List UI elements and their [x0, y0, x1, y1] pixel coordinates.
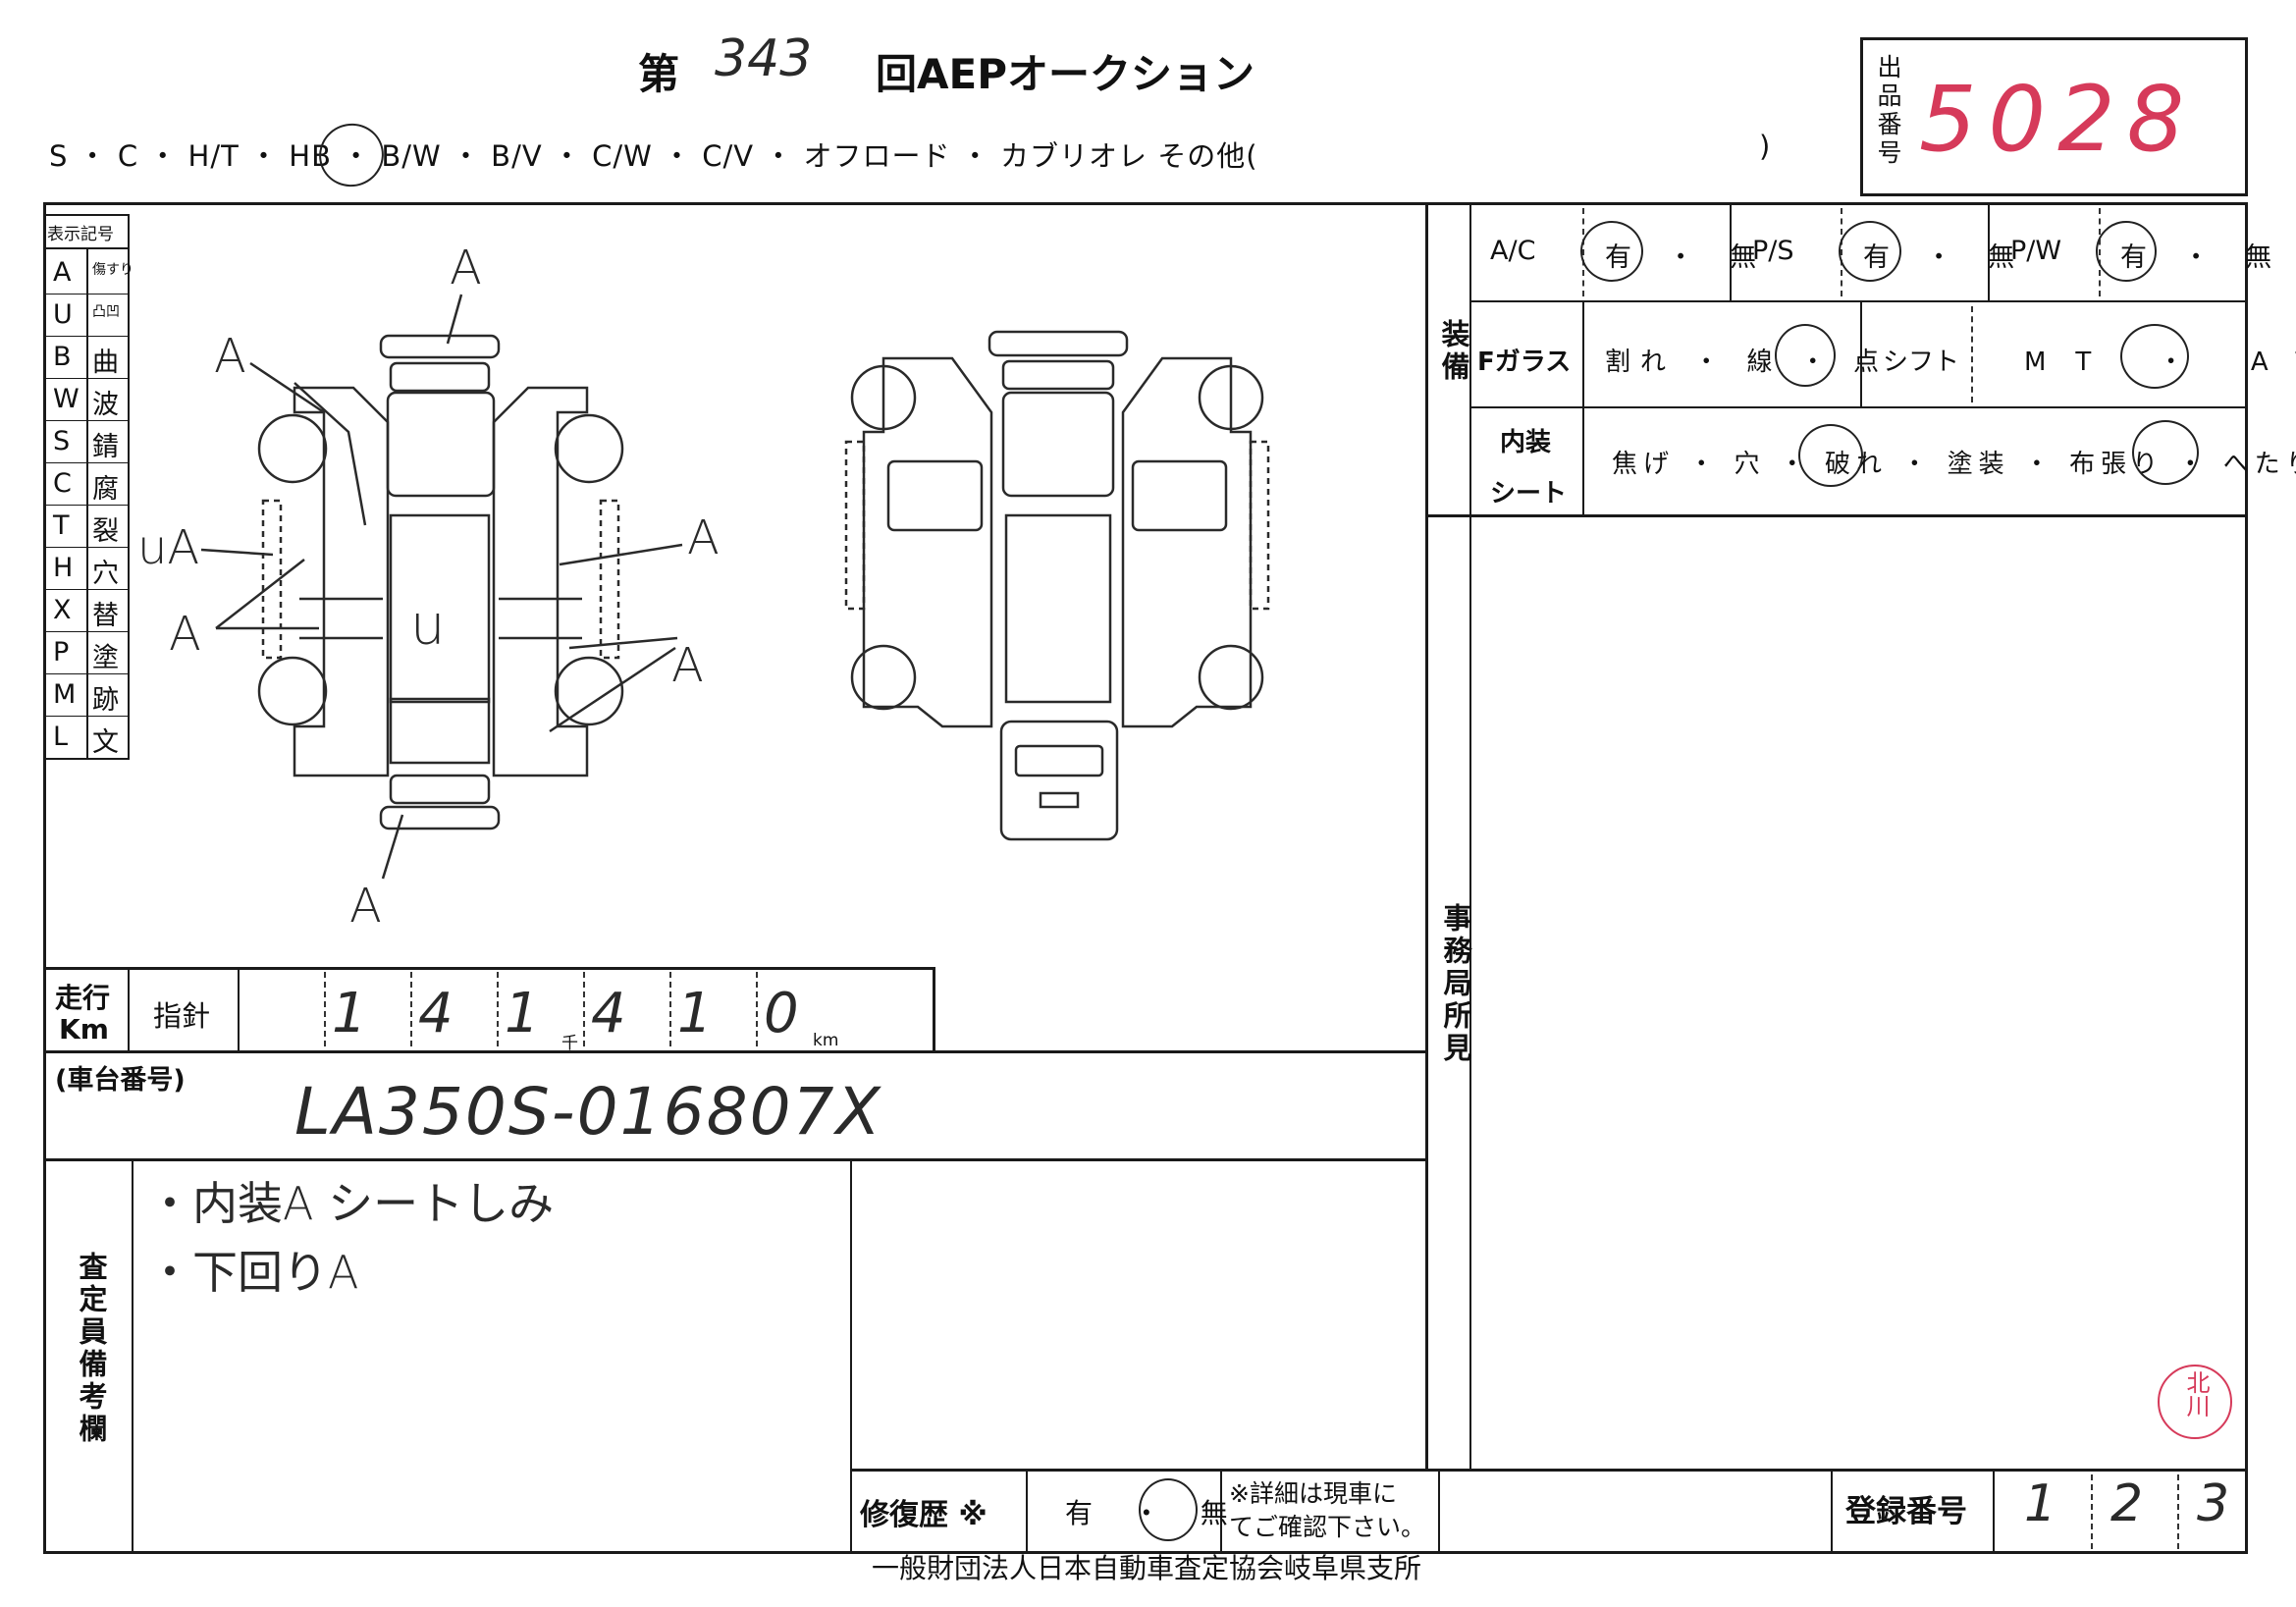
mark-right-low: A	[671, 638, 704, 693]
inspector-stamp	[2158, 1365, 2232, 1439]
shift-circle-mark	[2120, 324, 2189, 389]
body-type-options: S ・ C ・ H/T ・ HB ・ B/W ・ B/V ・ C/W ・ C/V…	[49, 139, 1258, 173]
mark-rear: A	[349, 879, 382, 934]
mileage-digit: 1	[332, 982, 367, 1045]
mark-left-top: A	[214, 329, 246, 384]
legend-code: X	[53, 595, 72, 625]
legend-meaning: 波	[92, 390, 119, 420]
legend-code: P	[53, 637, 70, 668]
office-findings-label: 事務局所見	[1439, 903, 1472, 1065]
chassis-number: LA350S-016807X	[294, 1074, 882, 1150]
inspector-notes-label: 査定員備考欄	[75, 1252, 108, 1446]
legend-code: B	[53, 342, 72, 372]
glass-circle-mark	[1775, 324, 1836, 387]
seat-label: シート	[1490, 479, 1568, 509]
interior-circle-mark-2	[2132, 420, 2199, 485]
thousand-unit: 千	[561, 1034, 578, 1053]
mileage-km-label: Km	[59, 1013, 109, 1045]
ps-circle-mark	[1839, 221, 1901, 282]
repair-note-1: ※詳細は現車に	[1229, 1479, 1397, 1508]
legend-meaning: 凸凹	[92, 304, 120, 320]
mark-front: A	[450, 241, 482, 295]
legend-code: T	[53, 510, 70, 541]
mark-left-mid: uA	[137, 520, 200, 575]
legend-code: W	[53, 384, 80, 414]
shift-label: シフト	[1883, 348, 1960, 377]
legend-meaning: 腐	[92, 474, 119, 505]
legend-meaning: 穴	[92, 559, 119, 589]
inspector-note-1: ・内装A シートしみ	[147, 1177, 555, 1230]
lot-number-box	[1860, 37, 2248, 196]
ac-label: A/C	[1490, 236, 1536, 266]
chassis-label: (車台番号)	[55, 1065, 186, 1096]
body-type-close: )	[1759, 130, 1771, 163]
interior-label: 内装	[1500, 428, 1552, 457]
repair-circle-mark	[1139, 1478, 1198, 1541]
footer-organization: 一般財団法人日本自動車査定協会岐阜県支所	[872, 1552, 1422, 1584]
repair-note-2: てご確認下さい。	[1229, 1513, 1426, 1541]
legend-meaning: 替	[92, 601, 119, 631]
mileage-digit: 1	[677, 982, 713, 1045]
repair-history-label: 修復歴 ※	[860, 1498, 988, 1532]
mark-right-top: A	[687, 510, 720, 565]
interior-circle-mark-1	[1798, 424, 1863, 487]
mark-center: u	[410, 594, 446, 658]
legend-meaning: 裂	[92, 516, 119, 547]
legend-meaning: 跡	[92, 685, 119, 716]
legend-meaning: 塗	[92, 643, 119, 673]
pw-circle-mark	[2096, 221, 2157, 282]
registration-digit: 2	[2110, 1474, 2144, 1533]
legend-code: M	[53, 679, 77, 710]
mileage-label: 走行	[55, 982, 111, 1014]
legend-code: H	[53, 553, 74, 583]
stamp-text: 北川	[2182, 1370, 2210, 1418]
auction-title: 回AEPオークション	[876, 50, 1255, 98]
registration-digit: 1	[2024, 1474, 2057, 1533]
indicator-label: 指針	[153, 999, 211, 1033]
legend-code: A	[53, 257, 72, 288]
mileage-digit: 1	[505, 982, 540, 1045]
legend-code: S	[53, 426, 71, 456]
legend-title: 表示記号	[47, 225, 114, 244]
ps-label: P/S	[1752, 236, 1794, 266]
equipment-label: 装備	[1437, 319, 1470, 384]
lot-number: 5028	[1919, 67, 2197, 172]
mileage-digit: 4	[418, 982, 454, 1045]
title-prefix: 第	[638, 50, 680, 98]
registration-digit: 3	[2197, 1474, 2230, 1533]
legend-code: L	[53, 722, 69, 752]
legend-meaning: 傷すり	[92, 262, 133, 278]
pw-label: P/W	[2010, 236, 2062, 266]
ac-circle-mark	[1580, 221, 1643, 282]
mileage-digit: 4	[591, 982, 626, 1045]
legend-code: C	[53, 468, 72, 499]
inspector-note-2: ・下回りA	[147, 1246, 359, 1299]
glass-label: Fガラス	[1477, 348, 1572, 377]
auction-round: 343	[715, 29, 813, 88]
main-frame	[43, 202, 2248, 1554]
legend-meaning: 曲	[92, 348, 119, 378]
mark-left-low: A	[169, 607, 201, 662]
km-unit: km	[813, 1031, 839, 1050]
legend-meaning: 文	[92, 727, 119, 758]
legend-code: U	[53, 299, 73, 330]
mileage-digit: 0	[764, 982, 799, 1045]
legend-meaning: 錆	[92, 432, 119, 462]
lot-label: 出品番号	[1874, 54, 1902, 168]
registration-label: 登録番号	[1845, 1494, 1967, 1529]
